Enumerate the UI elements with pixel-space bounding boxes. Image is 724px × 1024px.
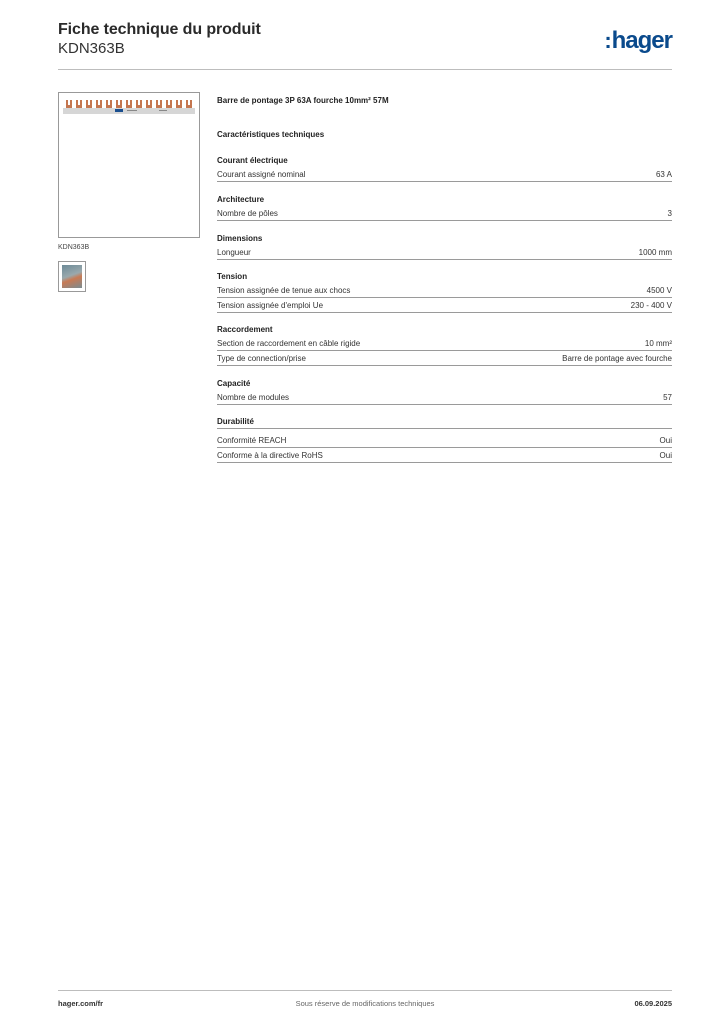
group-title-dimensions: Dimensions	[217, 234, 263, 243]
page-header: Fiche technique du produit KDN363B :hage…	[58, 21, 673, 70]
document-title: Fiche technique du produit	[58, 21, 261, 38]
spec-row: Courant assigné nominal 63 A	[217, 168, 672, 182]
spec-label: Section de raccordement en câble rigide	[217, 339, 361, 348]
hager-logo: :hager	[604, 27, 673, 55]
spec-label: Nombre de pôles	[217, 209, 278, 218]
product-image	[58, 92, 200, 238]
image-caption: KDN363B	[58, 244, 90, 251]
spec-label: Tension assignée de tenue aux chocs	[217, 286, 351, 295]
product-name: Barre de pontage 3P 63A fourche 10mm² 57…	[217, 96, 389, 105]
spec-row: Section de raccordement en câble rigide …	[217, 337, 672, 351]
product-photo-icon	[62, 265, 82, 288]
spec-row: Tension assignée de tenue aux chocs 4500…	[217, 284, 672, 298]
spec-value: Oui	[659, 451, 672, 460]
spec-value: 3	[667, 209, 672, 218]
spec-value: Oui	[659, 436, 672, 445]
spec-label: Type de connection/prise	[217, 354, 306, 363]
logo-text: hager	[611, 27, 673, 54]
footer-site-link[interactable]: hager.com/fr	[58, 999, 104, 1008]
spec-value: Barre de pontage avec fourche	[562, 354, 672, 363]
spec-label: Conforme à la directive RoHS	[217, 451, 323, 460]
spec-label: Courant assigné nominal	[217, 170, 306, 179]
spec-label: Nombre de modules	[217, 393, 290, 402]
spec-value: 1000 mm	[638, 248, 672, 257]
spec-row: Conforme à la directive RoHS Oui	[217, 449, 672, 463]
spec-value: 10 mm²	[644, 339, 672, 348]
spec-row: Nombre de modules 57	[217, 391, 672, 405]
group-title-architecture: Architecture	[217, 195, 265, 204]
spec-row: Nombre de pôles 3	[217, 207, 672, 221]
busbar-comb-icon	[63, 100, 195, 114]
spec-value: 63 A	[655, 170, 672, 179]
product-thumbnail[interactable]	[58, 261, 86, 292]
group-title-raccordement: Raccordement	[217, 325, 273, 334]
page-footer: hager.com/fr Sous réserve de modificatio…	[58, 990, 672, 1014]
group-title-tension: Tension	[217, 272, 248, 281]
spec-row: Longueur 1000 mm	[217, 246, 672, 260]
technical-sheet: Barre de pontage 3P 63A fourche 10mm² 57…	[217, 96, 672, 463]
logo-dots: :	[604, 28, 612, 53]
spec-label: Tension assignée d'emploi Ue	[217, 301, 324, 310]
spec-value: 230 - 400 V	[630, 301, 672, 310]
group-title-capacite: Capacité	[217, 379, 251, 388]
section-title: Caractéristiques techniques	[217, 130, 325, 139]
spec-row: Type de connection/prise Barre de pontag…	[217, 352, 672, 366]
spec-value: 4500 V	[646, 286, 672, 295]
spec-label: Conformité REACH	[217, 436, 287, 445]
group-title-courant: Courant électrique	[217, 156, 288, 165]
spec-row: Tension assignée d'emploi Ue 230 - 400 V	[217, 299, 672, 313]
group-title-durabilite: Durabilité	[217, 417, 672, 429]
footer-date: 06.09.2025	[634, 999, 672, 1008]
spec-row: Conformité REACH Oui	[217, 434, 672, 448]
spec-value: 57	[663, 393, 672, 402]
footer-notice: Sous réserve de modifications techniques	[295, 999, 435, 1008]
product-reference: KDN363B	[58, 40, 125, 57]
spec-label: Longueur	[217, 248, 251, 257]
